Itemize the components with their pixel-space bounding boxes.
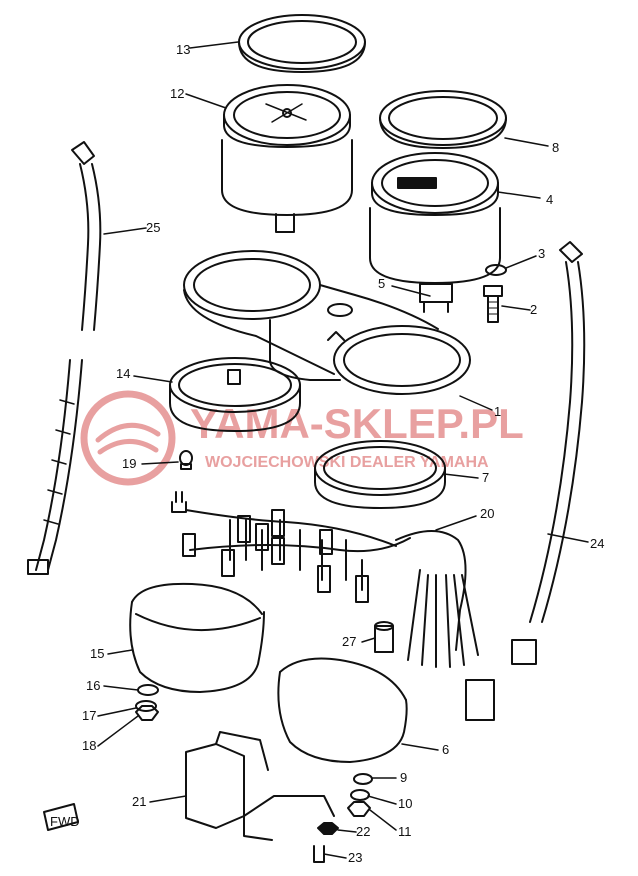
- callout-6: 6: [442, 742, 449, 757]
- callout-12: 12: [170, 86, 184, 101]
- callout-24: 24: [590, 536, 604, 551]
- part-3-washer: [485, 264, 507, 276]
- part-2-bolt: [483, 285, 503, 323]
- callout-14: 14: [116, 366, 130, 381]
- callout-15: 15: [90, 646, 104, 661]
- callout-10: 10: [398, 796, 412, 811]
- watermark-subtitle: WOJCIECHOWSKI DEALER YAMAHA: [205, 454, 489, 471]
- callout-5: 5: [378, 276, 385, 291]
- fwd-arrow-icon: [43, 803, 79, 831]
- part-13-bezel-ring: [238, 14, 366, 73]
- part-20-wiring-harness: [171, 491, 495, 721]
- fwd-label: FWD: [50, 814, 80, 829]
- part-9-washer: [353, 773, 373, 785]
- part-17-washer: [135, 700, 157, 712]
- part-23-clip: [313, 845, 325, 863]
- part-25-cable: [27, 141, 102, 575]
- watermark: YAMA-SKLEP.PL WOJCIECHOWSKI DEALER YAMAH…: [80, 390, 524, 486]
- part-21-bracket: [185, 731, 335, 841]
- callout-3: 3: [538, 246, 545, 261]
- part-12-speedometer: [221, 84, 353, 233]
- callout-16: 16: [86, 678, 100, 693]
- leader-lines: [97, 41, 589, 859]
- callout-23: 23: [348, 850, 362, 865]
- callout-9: 9: [400, 770, 407, 785]
- part-14-ring: [169, 357, 301, 432]
- callout-7: 7: [482, 470, 489, 485]
- callout-27: 27: [342, 634, 356, 649]
- callout-2: 2: [530, 302, 537, 317]
- callout-labels: 13 12 8 4 25 3 5 2 14 1 19 7 20 24 27 15…: [82, 42, 604, 865]
- part-11-nut: [347, 801, 371, 817]
- part-7-ring: [314, 440, 446, 509]
- callout-21: 21: [132, 794, 146, 809]
- part-27-spacer: [374, 621, 394, 653]
- part-22-nut: [317, 822, 339, 835]
- callout-1: 1: [494, 404, 501, 419]
- callout-22: 22: [356, 824, 370, 839]
- callout-17: 17: [82, 708, 96, 723]
- part-19-bulb: [179, 450, 193, 470]
- part-10-washer: [350, 789, 370, 801]
- callout-13: 13: [176, 42, 190, 57]
- callout-4: 4: [546, 192, 553, 207]
- callout-8: 8: [552, 140, 559, 155]
- callout-11: 11: [398, 824, 412, 839]
- part-15-meter-case: [129, 582, 265, 693]
- part-4-tachometer: [369, 152, 501, 313]
- part-1-meter-housing: [183, 250, 471, 395]
- watermark-logo: [80, 390, 176, 486]
- watermark-title: YAMA-SKLEP.PL: [190, 400, 524, 447]
- callout-18: 18: [82, 738, 96, 753]
- part-6-meter-case: [277, 657, 408, 763]
- part-18-nut: [135, 705, 159, 721]
- part-24-cable: [511, 241, 586, 665]
- callout-19: 19: [122, 456, 136, 471]
- callout-25: 25: [146, 220, 160, 235]
- part-16-washer: [137, 684, 159, 696]
- callout-20: 20: [480, 506, 494, 521]
- part-8-bezel-ring: [379, 90, 507, 149]
